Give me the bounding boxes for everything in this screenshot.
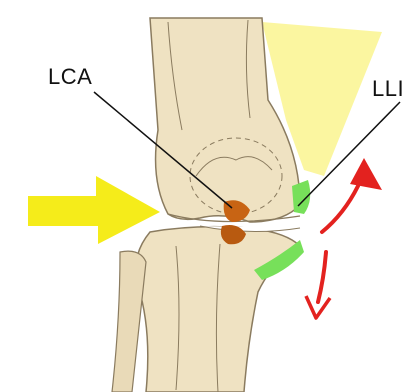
lca-label: LCA [48,64,92,90]
lli-label: LLI [372,76,404,102]
